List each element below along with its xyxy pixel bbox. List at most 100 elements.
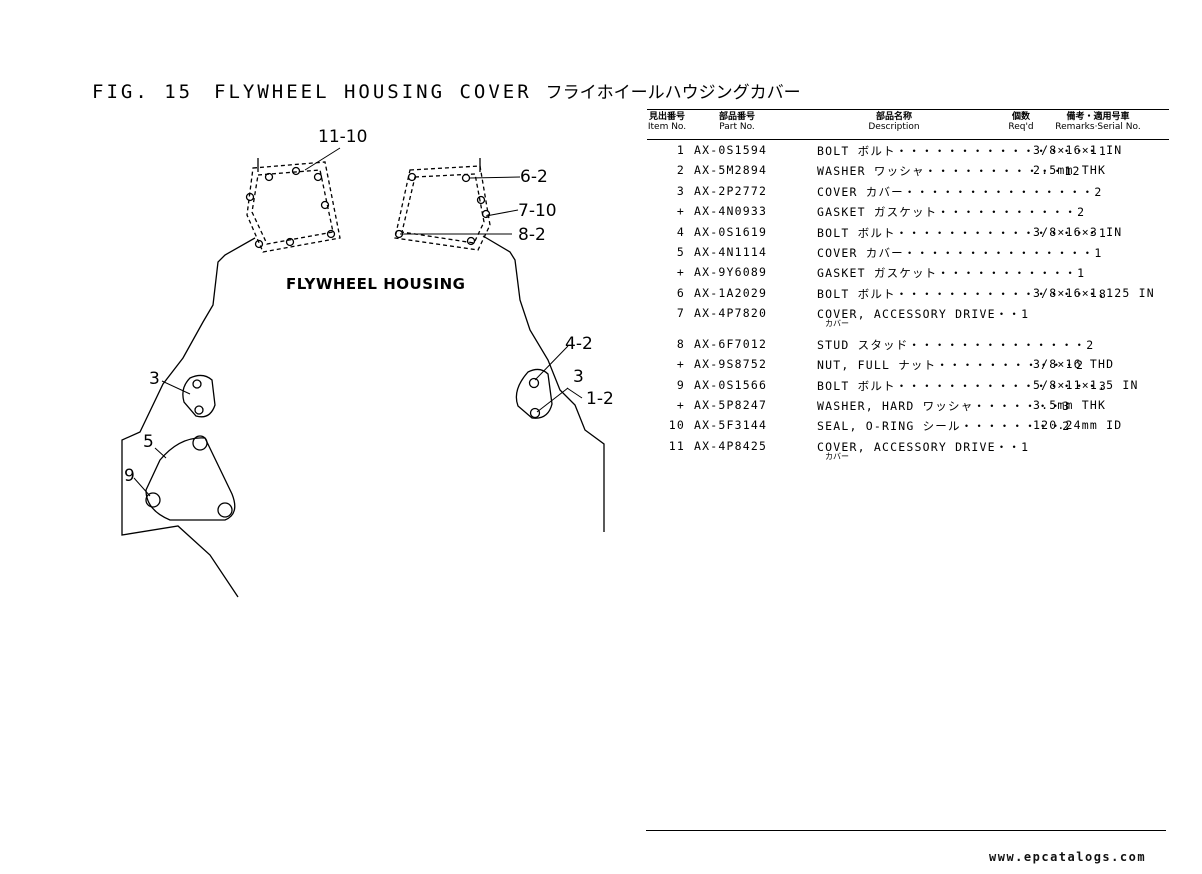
table-row: 4 AX-0S1619 BOLT ボルト・・・・・・・・・・・・・・・・1 3/… [647, 225, 1169, 245]
part-remarks: 3/8×16×1.125 IN [1033, 285, 1155, 300]
callout-11-10: 11-10 [318, 127, 367, 147]
part-description: COVER, ACCESSORY DRIVE・・1 [817, 439, 1030, 454]
header-description: 部品名称 Description [857, 112, 931, 132]
part-description: GASKET ガスケット・・・・・・・・・・・2 [817, 205, 1086, 220]
item-number: + [676, 204, 685, 219]
table-header-rule [647, 139, 1169, 140]
accessory-cover-left [245, 161, 341, 253]
header-item-no: 見出番号 Item No. [647, 112, 687, 132]
callout-9: 9 [124, 466, 135, 486]
item-number: 2 [676, 163, 685, 178]
table-row: 5 AX-4N1114 COVER カバー・・・・・・・・・・・・・・・1 [647, 245, 1169, 265]
part-remarks: 3/8×16 THD [1033, 357, 1115, 372]
header-quantity: 個数 Req'd [1007, 112, 1035, 132]
table-row: + AX-9Y6089 GASKET ガスケット・・・・・・・・・・・1 [647, 265, 1169, 285]
part-number: AX-5P8247 [694, 398, 768, 412]
item-number: 1 [676, 143, 685, 157]
part-remarks: 3/8×16×3 IN [1033, 224, 1123, 239]
part-number: AX-0S1619 [694, 224, 768, 239]
item-number: + [676, 357, 685, 372]
housing-outline-right [482, 235, 605, 532]
item-number: 6 [676, 285, 685, 300]
cover-part-3-left [182, 374, 216, 418]
cover-part-5 [145, 435, 236, 521]
part-description: COVER カバー・・・・・・・・・・・・・・・1 [817, 246, 1103, 260]
table-top-rule [647, 109, 1169, 110]
item-number: + [676, 398, 685, 412]
part-remarks: 3/8×16×1 IN [1033, 143, 1123, 157]
part-number: AX-6F7012 [694, 336, 768, 351]
item-number: 11 [668, 438, 685, 453]
table-row: 3 AX-2P2772 COVER カバー・・・・・・・・・・・・・・・2 [647, 184, 1169, 204]
header-desc-en: Description [868, 122, 920, 132]
part-number: AX-5M2894 [694, 163, 768, 178]
flywheel-housing-label: FLYWHEEL HOUSING [286, 275, 465, 293]
table-row: 1 AX-0S1594 BOLT ボルト・・・・・・・・・・・・・・・・1 3/… [647, 143, 1169, 163]
part-number: AX-0S1566 [694, 377, 768, 392]
callout-8-2: 8-2 [518, 225, 546, 245]
part-description: BOLT ボルト・・・・・・・・・・・・・・・・3 [817, 378, 1108, 393]
item-number: 10 [668, 418, 685, 433]
exploded-diagram: 11-10 6-2 7-10 8-2 FLYWHEEL HOUSING 4-2 … [121, 127, 614, 598]
table-row: + AX-5P8247 WASHER, HARD ワッシャ・・・・・・・3 3.… [647, 398, 1169, 418]
figure-title-en: FLYWHEEL HOUSING COVER [214, 81, 532, 103]
part-description: BOLT ボルト・・・・・・・・・・・・・・・・8 [817, 286, 1108, 301]
item-number: + [676, 265, 685, 280]
footer-website: www.epcatalogs.com [989, 850, 1147, 864]
header-part-no: 部品番号 Part No. [709, 112, 765, 132]
callout-6-2: 6-2 [520, 167, 548, 187]
header-qty-ja: 個数 [1011, 112, 1030, 122]
callout-5: 5 [143, 432, 154, 452]
part-remarks: 3.5mm THK [1033, 398, 1107, 412]
part-number: AX-4N1114 [694, 245, 768, 259]
part-description: COVER カバー・・・・・・・・・・・・・・・2 [817, 184, 1103, 199]
header-qty-en: Req'd [1008, 122, 1034, 132]
table-row: + AX-9S8752 NUT, FULL ナット・・・・・・・・・・・2 3/… [647, 357, 1169, 377]
table-row: 2 AX-5M2894 WASHER ワッシャ・・・・・・・・・・・12 2.5… [647, 163, 1169, 183]
part-number: AX-2P2772 [694, 183, 768, 198]
callout-labels: 11-10 6-2 7-10 8-2 FLYWHEEL HOUSING 4-2 … [124, 127, 614, 486]
part-number: AX-4P7820 [694, 306, 768, 321]
accessory-cover-right [394, 165, 491, 251]
table-row: + AX-4N0933 GASKET ガスケット・・・・・・・・・・・2 [647, 204, 1169, 224]
table-row: 10 AX-5F3144 SEAL, O-RING シール・・・・・・・・2 1… [647, 418, 1169, 438]
part-number: AX-9Y6089 [694, 265, 768, 280]
part-description: BOLT ボルト・・・・・・・・・・・・・・・・1 [817, 225, 1108, 240]
cover-part-3-right [515, 368, 553, 419]
table-row: 6 AX-1A2029 BOLT ボルト・・・・・・・・・・・・・・・・8 3/… [647, 286, 1169, 306]
header-desc-ja: 部品名称 [875, 112, 912, 122]
part-remarks: 120.24mm ID [1033, 418, 1123, 433]
part-number: AX-9S8752 [694, 357, 768, 372]
header-item-en: Item No. [647, 122, 687, 132]
part-number: AX-4N0933 [694, 204, 768, 219]
table-row: 11 AX-4P8425 COVER, ACCESSORY DRIVE・・1 カ… [647, 438, 1169, 461]
header-remarks-en: Remarks·Serial No. [1055, 122, 1141, 132]
header-remarks: 備考・適用号車 Remarks·Serial No. [1053, 112, 1143, 132]
part-description: SEAL, O-RING シール・・・・・・・・2 [817, 419, 1071, 434]
callout-7-10: 7-10 [518, 201, 557, 221]
part-description: GASKET ガスケット・・・・・・・・・・・1 [817, 266, 1086, 281]
part-number: AX-4P8425 [694, 438, 768, 453]
item-number: 9 [676, 377, 685, 392]
callout-3-left: 3 [149, 369, 160, 389]
item-number: 3 [676, 183, 685, 198]
bottom-rule [646, 830, 1166, 831]
part-description: BOLT ボルト・・・・・・・・・・・・・・・・1 [817, 144, 1108, 158]
callout-4-2: 4-2 [565, 334, 593, 354]
header-item-ja: 見出番号 [648, 112, 685, 122]
item-number: 5 [676, 245, 685, 259]
figure-number: FIG. 15 [92, 81, 194, 103]
part-number: AX-0S1594 [694, 143, 768, 157]
part-description: WASHER ワッシャ・・・・・・・・・・・12 [817, 164, 1081, 179]
leader-lines [133, 147, 583, 497]
header-part-en: Part No. [719, 122, 755, 132]
header-part-ja: 部品番号 [718, 112, 755, 122]
part-description: NUT, FULL ナット・・・・・・・・・・・2 [817, 358, 1085, 373]
part-number: AX-5F3144 [694, 418, 768, 433]
part-description-ja: カバー [825, 319, 849, 329]
housing-outline-left [121, 237, 256, 598]
item-number: 8 [676, 336, 685, 351]
item-number: 7 [676, 306, 685, 321]
